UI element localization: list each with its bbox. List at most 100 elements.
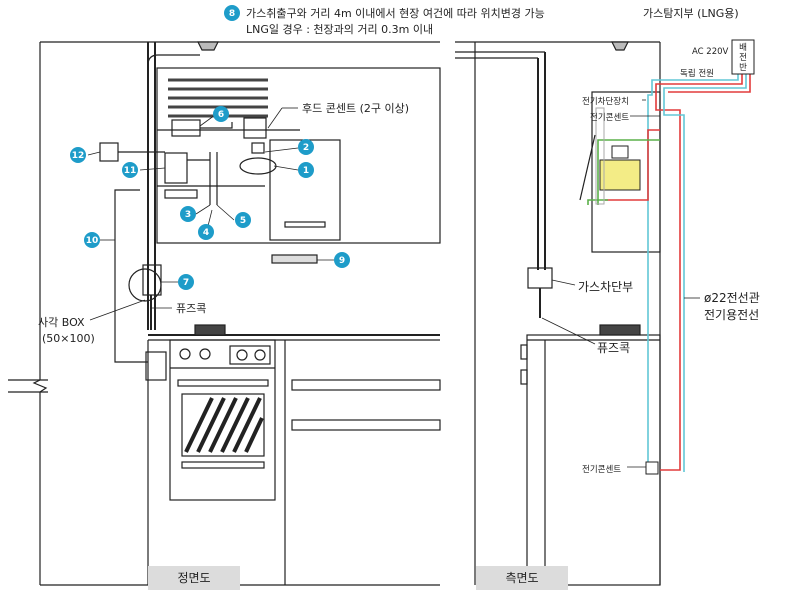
badge-3: 3 [180,206,196,222]
badge-1: 1 [298,162,314,178]
distribution-panel [731,39,755,75]
side-lower-outlet-box [645,461,659,475]
badge-11-label: 11 [124,166,137,176]
side-cabinet-inner [595,107,605,205]
square-box-label: 사각 BOX [38,316,85,329]
badge-3-label: 3 [185,210,191,220]
badge-6-label: 6 [218,110,224,120]
badge-5-label: 5 [240,216,246,226]
gas-valve [251,142,265,154]
front-leaders [87,107,334,321]
badge-2-label: 2 [303,143,309,153]
badge-5: 5 [235,212,251,228]
badge-1-label: 1 [303,166,309,176]
note-line-1: 가스취출구와 거리 4m 이내에서 현장 여건에 따라 위치변경 가능 [246,7,545,20]
side-upper-cabinet [591,91,661,253]
drawer-2 [291,419,441,431]
knob-3 [236,349,248,361]
side-gas-cutoff-box [527,267,553,289]
knob-panel [229,345,271,365]
independent-power-label: 독립 전원 [680,68,714,79]
side-burner [599,324,641,336]
hood-controller [171,119,201,137]
side-knob-1 [520,344,528,360]
side-base-cabinet [526,334,661,586]
conduit-10 [114,189,148,363]
hood-controller-cable [200,122,233,129]
side-cooktop-hood [599,159,641,191]
side-knob-2 [520,369,528,385]
cutoff-device-label: 전기차단장치 [582,96,629,107]
badge-4: 4 [198,224,214,240]
right-cabinet-door [269,139,341,241]
front-fuse-cock-label: 퓨즈콕 [176,302,206,315]
panel-char-3: 반 [739,62,747,73]
badges: 8 6 2 1 3 4 5 9 7 12 11 10 [70,5,350,290]
note-line-2: LNG일 경우 : 천장과의 거리 0.3m 이내 [246,22,433,36]
wall-break-mark [32,379,48,393]
side-view [455,41,661,586]
drawer-1 [291,379,441,391]
wall-switch-box [99,142,119,162]
oven-handle [177,379,269,387]
oven-bottom-trim [181,461,265,469]
burner-top [194,324,226,336]
conduit-label-2: 전기용전선 [704,308,759,322]
green-wire-2 [587,199,608,205]
badge-10-label: 10 [86,236,99,246]
ceiling-gas-detector [197,41,219,51]
badge-11: 11 [122,162,138,178]
hood-outlet-label: 후드 콘센트 (2구 이상) [302,102,409,115]
badge-8: 8 [224,5,240,21]
side-fuse-cock-label: 퓨즈콕 [597,341,630,355]
cyan-wire-b [663,62,747,472]
control-box [164,152,188,184]
gas-detector-label: 가스탐지부 (LNG용) [643,7,739,20]
badge-4-label: 4 [203,228,209,238]
badge-9: 9 [334,252,350,268]
square-box-highlight [128,268,162,302]
knob-2 [199,348,211,360]
side-diagonal-wire [579,134,596,201]
front-view [8,41,441,586]
square-box-size-label: (50×100) [42,332,95,345]
side-wiring [587,62,751,472]
hood-outlet-box [243,117,267,139]
knob-4 [254,349,266,361]
hood-light-bar [271,254,318,264]
cabinet-handle [284,221,326,228]
badge-7-label: 7 [183,278,189,288]
oven-window [181,393,265,457]
badge-7: 7 [178,274,194,290]
side-view-caption: 측면도 [476,566,568,590]
ac-label: AC 220V [692,47,729,57]
badge-6: 6 [213,106,229,122]
gas-detector-sensor [239,157,277,175]
outlet-bottom-label: 전기콘센트 [582,464,621,475]
badge-8-label: 8 [229,9,235,19]
cyan-wire [647,62,739,471]
outlet-top-label: 전기콘센트 [590,112,629,123]
conduit-label-1: ø22전선관 [704,291,760,305]
red-wire-c [605,129,660,201]
upper-cabinet [156,67,441,244]
oven-body [169,339,276,501]
panel-char-2: 전 [739,52,747,63]
badge-9-label: 9 [339,256,345,266]
side-leaders [541,99,700,468]
badge-2: 2 [298,139,314,155]
gas-pipe-elbow [147,54,200,66]
red-wire-a [655,62,743,471]
knob-1 [179,348,191,360]
green-wire [597,139,660,205]
oven-window-hatch [184,397,264,453]
badge-12-label: 12 [72,151,85,161]
front-view-caption: 정면도 [148,566,240,590]
power-strip [164,189,198,199]
badge-12: 12 [70,147,86,163]
side-ceiling-detector [611,41,629,51]
gas-cutoff-label: 가스차단부 [578,280,633,294]
side-hood-outlet [611,145,629,159]
